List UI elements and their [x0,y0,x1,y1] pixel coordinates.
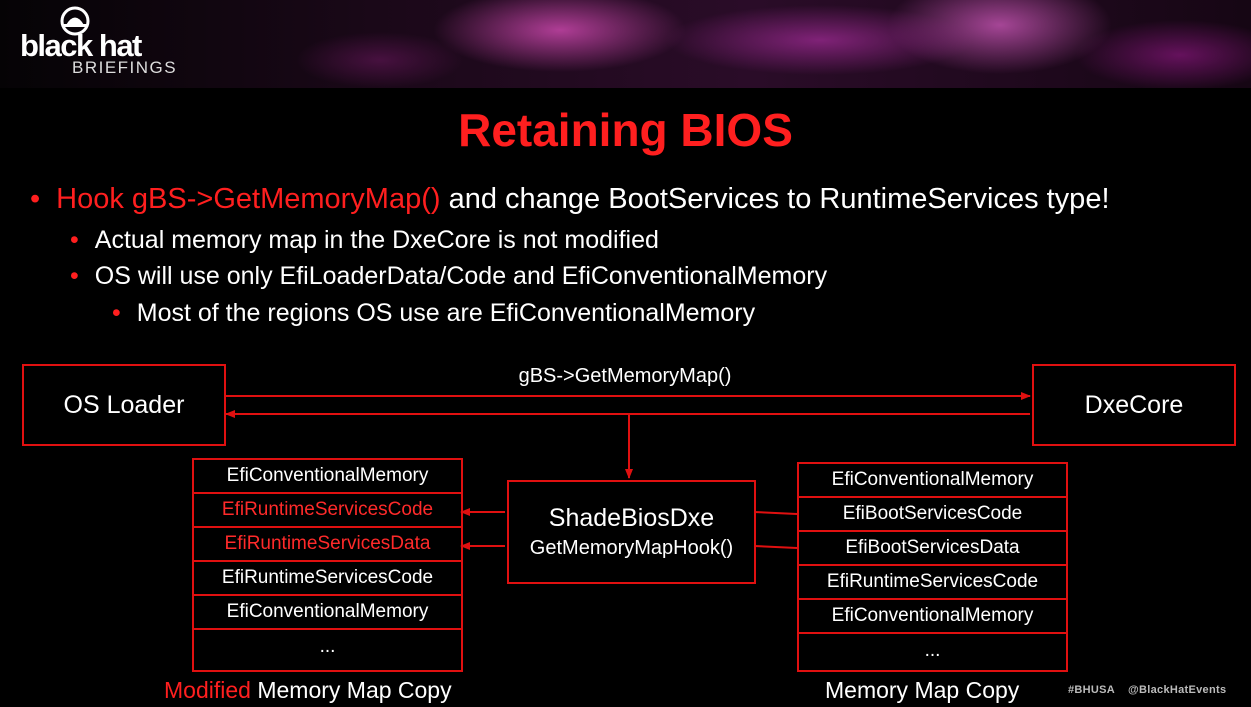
memory-map-row-modified: EfiRuntimeServicesData [194,528,461,562]
original-memory-map: EfiConventionalMemory EfiBootServicesCod… [797,462,1068,672]
memory-map-row: ... [319,636,336,657]
source-code-link [753,511,798,515]
bullet-1-highlight: Hook gBS->GetMemoryMap() [56,183,441,215]
memory-map-row: EfiBootServicesCode [799,498,1066,532]
bullet-dot: • [70,226,79,254]
memory-map-row: EfiBootServicesData [799,532,1066,566]
slide-title: Retaining BIOS [458,104,793,156]
black-hat-logo: black hat BRIEFINGS [20,6,200,80]
os-loader-box: OS Loader [22,364,226,446]
bullet-3-text: OS will use only EfiLoaderData/Code and … [94,262,828,290]
hook-function-name: GetMemoryMapHook() [529,537,734,559]
memory-map-row: EfiConventionalMemory [194,460,461,494]
modified-map-caption: Modified Memory Map Copy [164,676,452,704]
footer-hashtag: #BHUSA [1068,684,1116,696]
bullet-2: • Actual memory map in the DxeCore is not… [70,224,659,256]
memory-map-row: EfiConventionalMemory [799,600,1066,634]
memory-map-row: ... [924,640,941,661]
memory-map-row: EfiConventionalMemory [194,596,461,630]
shade-bios-dxe-box: ShadeBiosDxe GetMemoryMapHook() [507,480,756,584]
dxecore-box: DxeCore [1032,364,1236,446]
memory-map-row: EfiRuntimeServicesCode [799,566,1066,600]
bullet-dot: • [30,183,41,215]
caption-text: Memory Map Copy [250,677,452,703]
caption-highlight: Modified [164,677,251,703]
memory-map-row: EfiRuntimeServicesCode [194,562,461,596]
memory-map-row-modified: EfiRuntimeServicesCode [194,494,461,528]
memory-map-row: EfiConventionalMemory [799,464,1066,498]
bullet-dot: • [112,299,121,327]
hook-module-name: ShadeBiosDxe [548,504,715,532]
logo-subtitle: BRIEFINGS [72,58,178,77]
bullet-2-text: Actual memory map in the DxeCore is not … [94,226,659,254]
black-hat-icon [60,6,90,36]
bullet-1-text: and change BootServices to RuntimeServic… [440,183,1110,215]
call-label: gBS->GetMemoryMap() [518,365,732,387]
bullet-dot: • [70,262,79,290]
logo-wordmark: black hat [20,28,142,63]
original-map-caption: Memory Map Copy [825,677,1020,703]
bullet-4: • Most of the regions OS use are EfiConve… [112,297,755,329]
bullet-4-text: Most of the regions OS use are EfiConven… [136,299,756,327]
bullet-1: • Hook gBS->GetMemoryMap() and change Boo… [30,183,1110,215]
source-data-link [753,545,798,549]
footer-handle: @BlackHatEvents [1128,684,1227,696]
bullet-3: • OS will use only EfiLoaderData/Code and… [70,260,827,292]
header-banner [0,0,1251,88]
modified-memory-map: EfiConventionalMemory EfiRuntimeServices… [192,458,463,672]
